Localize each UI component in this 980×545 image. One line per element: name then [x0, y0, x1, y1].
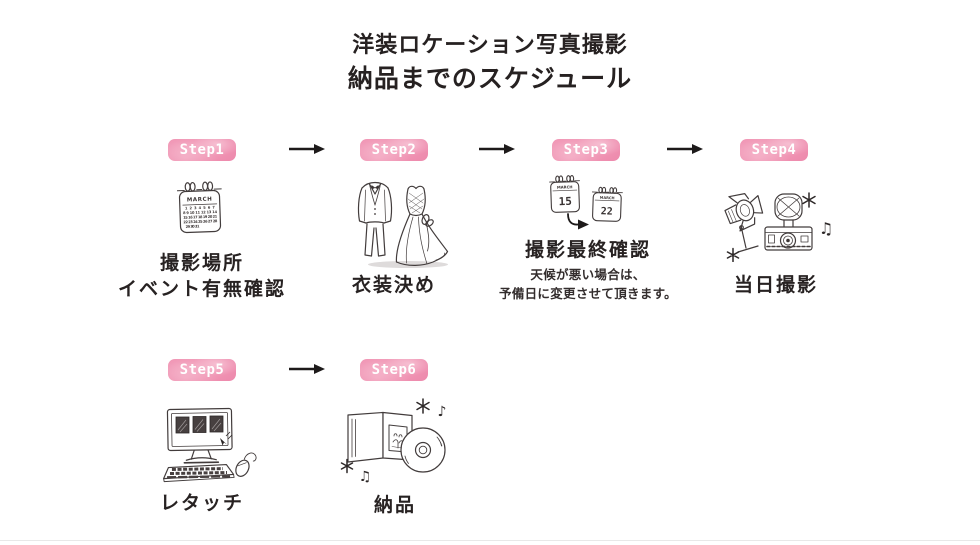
- sparkle-icon: [416, 398, 430, 414]
- step4-label: 当日撮影: [733, 274, 818, 296]
- flow-arrow-icon: [289, 144, 325, 154]
- wedding-attire-icon: [357, 181, 449, 268]
- music-note-icon: ♫: [359, 469, 372, 485]
- svg-text:29 30 31: 29 30 31: [185, 224, 200, 229]
- bottom-divider: [0, 540, 980, 541]
- calendar-icon: MARCH 1 2 3 4 5 6 7 8 9 10 11 12 13 14 1…: [177, 181, 222, 234]
- svg-text:MARCH: MARCH: [187, 197, 213, 204]
- svg-text:MARCH: MARCH: [557, 184, 573, 190]
- flow-arrow-icon: [479, 144, 515, 154]
- music-note-icon: ♫: [819, 219, 833, 238]
- sparkle-icon: [726, 247, 740, 262]
- page-title: 洋装ロケーション写真撮影 納品までのスケジュール: [0, 30, 980, 96]
- step5-badge: Step5: [168, 359, 236, 381]
- reschedule-arrow: [567, 213, 579, 226]
- svg-text:15: 15: [558, 195, 572, 208]
- studio-light-icon: [724, 193, 764, 232]
- step1-badge: Step1: [168, 139, 236, 161]
- computer-icon: [163, 407, 257, 483]
- svg-text:MARCH: MARCH: [600, 196, 615, 201]
- step2-label: 衣装決め: [351, 274, 436, 296]
- step3-badge: Step3: [552, 139, 620, 161]
- svg-text:22 23 24 25 26 27 28: 22 23 24 25 26 27 28: [183, 219, 218, 224]
- step1-label-line1: 撮影場所: [159, 252, 244, 274]
- music-note-icon: ♪: [438, 404, 447, 420]
- svg-text:1 2 3 4 5 6 7: 1 2 3 4 5 6 7: [185, 205, 216, 210]
- step3-label: 撮影最終確認: [524, 239, 651, 261]
- step3-note-line1: 天候が悪い場合は、: [530, 268, 646, 282]
- step4-badge: Step4: [740, 139, 808, 161]
- page-title-line1: 洋装ロケーション写真撮影: [352, 32, 628, 58]
- flow-arrow-icon: [667, 144, 703, 154]
- page-title-line2: 納品までのスケジュール: [347, 64, 633, 93]
- sparkle-icon: [340, 458, 354, 474]
- step6-label: 納品: [373, 494, 416, 516]
- step3-note: 天候が悪い場合は、 予備日に変更させて頂きます。: [468, 266, 708, 304]
- step2-badge: Step2: [360, 139, 428, 161]
- bow-tie: [371, 185, 379, 190]
- svg-text:8 9 10 11 12 13 14: 8 9 10 11 12 13 14: [183, 210, 218, 215]
- step1-label: 撮影場所 イベント有無確認: [92, 250, 312, 302]
- step1-label-line2: イベント有無確認: [117, 278, 286, 300]
- flow-arrow-icon: [289, 364, 325, 374]
- svg-text:15 16 17 18 19 20 21: 15 16 17 18 19 20 21: [183, 215, 218, 220]
- svg-text:22: 22: [601, 206, 613, 217]
- cursor-icon: [220, 438, 227, 446]
- step6-badge: Step6: [360, 359, 428, 381]
- cd-disc: [400, 427, 446, 473]
- step5-label: レタッチ: [159, 492, 244, 514]
- sparkle-icon: [802, 192, 816, 208]
- photo-thumbnails: [175, 415, 224, 434]
- step3-note-line2: 予備日に変更させて頂きます。: [499, 287, 677, 301]
- camera-lighting-icon: ♫: [724, 192, 833, 262]
- cd-case-icon: ♪ ♫: [340, 398, 447, 485]
- calendar-reschedule-icon: MARCH 15 MARCH 22: [549, 174, 623, 230]
